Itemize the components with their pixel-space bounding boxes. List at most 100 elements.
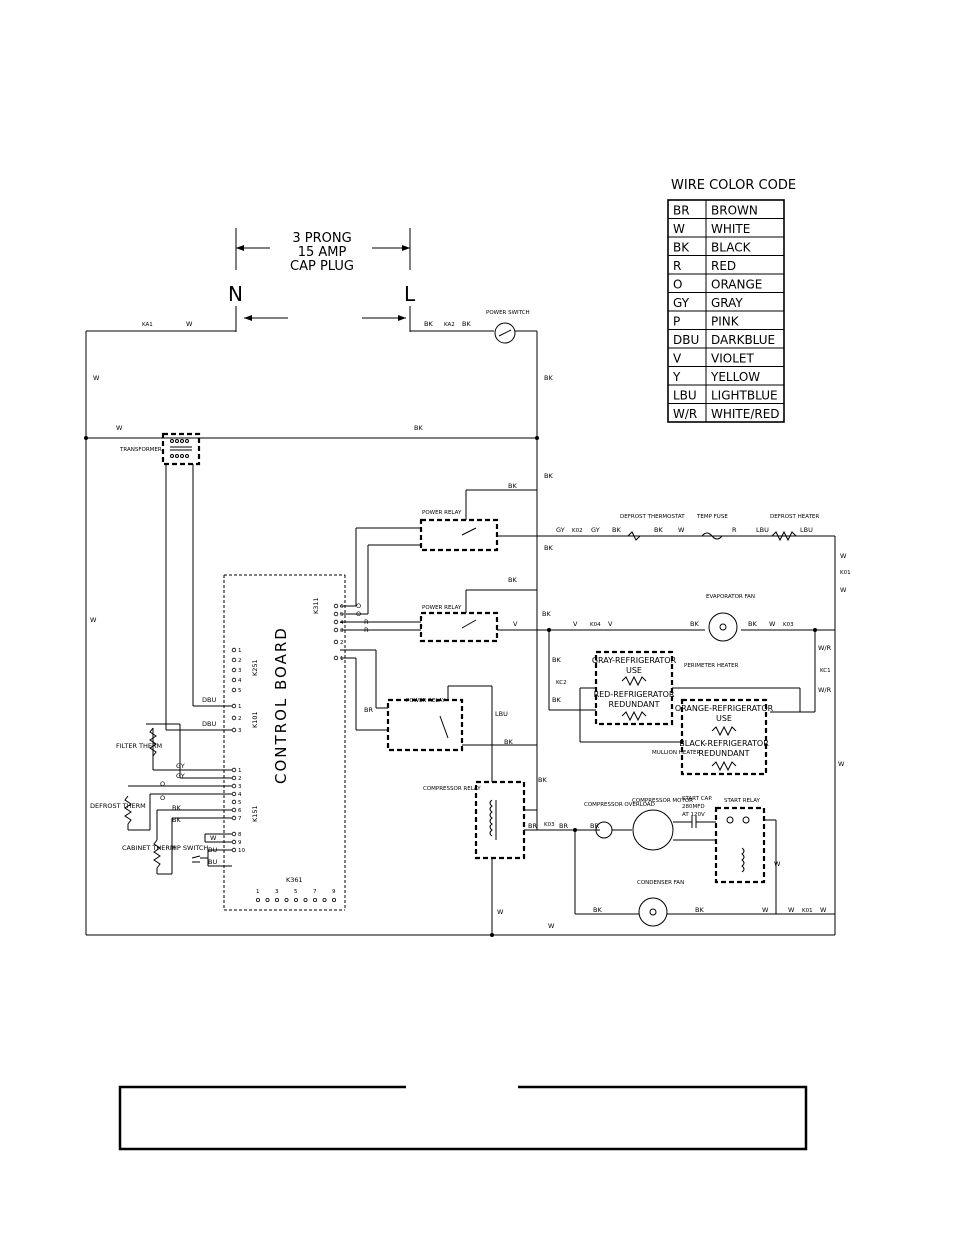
power-relay-1: POWER RELAY — [419, 510, 499, 552]
wire-o3: O — [356, 602, 361, 610]
terminal — [231, 847, 237, 853]
terminal — [333, 627, 339, 633]
k03-label-2: K03 — [544, 822, 555, 828]
legend-code: DBU — [673, 333, 699, 347]
wire-w-left2: W — [116, 424, 123, 432]
pin-number: 1 — [238, 704, 242, 710]
terminal — [331, 898, 336, 903]
terminal — [312, 898, 317, 903]
k251-label: K251 — [251, 659, 259, 676]
pin-number: 6 — [238, 808, 242, 814]
terminal — [231, 715, 237, 721]
wire-bk-g2: BK — [552, 696, 561, 704]
condenser-fan-icon — [638, 897, 668, 927]
wire-w-r2: W — [840, 586, 847, 594]
legend-code: W — [673, 222, 685, 236]
wire-gy1: GY — [556, 526, 565, 534]
wire-br1: BR — [364, 706, 373, 714]
wire-br3: BR — [559, 822, 568, 830]
wire-lbu-d2: LBU — [800, 526, 813, 534]
compressor-motor-icon — [632, 809, 674, 851]
wire-w-left1: W — [93, 374, 100, 382]
defrost-therm-label: DEFROST THERM — [90, 802, 146, 810]
wire-bk-d2: BK — [654, 526, 663, 534]
gray-box-line1: GRAY-REFRIGERATOR — [592, 656, 677, 665]
wire-wr1: W/R — [818, 644, 832, 652]
terminal — [231, 677, 237, 683]
k01-label-2: K01 — [802, 908, 813, 914]
power-relay-3-label: POWER RELAY — [406, 698, 446, 704]
legend-code: V — [673, 352, 682, 366]
wire-w-j: W — [210, 834, 217, 842]
temp-fuse-label: TEMP FUSE — [696, 514, 728, 520]
wire-r-d: R — [732, 526, 737, 534]
wire-v3: V — [608, 620, 613, 628]
wire-w-e: W — [769, 620, 776, 628]
pin-number: 1 — [256, 889, 260, 895]
ka2-label: KA2 — [444, 322, 455, 328]
wire-br4: BR — [590, 822, 599, 830]
left-sensors: FILTER THERM DEFROST THERM CABINET THERM… — [90, 723, 232, 875]
wire-bk-k2: BK — [695, 906, 704, 914]
wire-bk-e1: BK — [690, 620, 699, 628]
plug-line2: 15 AMP — [298, 245, 347, 260]
wire-w-k2: W — [762, 906, 769, 914]
pin-number: 4 — [238, 678, 242, 684]
wire-bk-top2: BK — [462, 320, 471, 328]
pin-number: 2 — [238, 716, 242, 722]
wire-w-r1: W — [840, 552, 847, 560]
wire-dbu2: DBU — [202, 720, 216, 728]
wire-bk-k1: BK — [593, 906, 602, 914]
wire-bk-top1: BK — [424, 320, 433, 328]
start-relay-label: START RELAY — [724, 798, 761, 804]
wire-w-d: W — [678, 526, 685, 534]
legend-color: PINK — [711, 315, 740, 329]
legend-color: GRAY — [711, 296, 743, 310]
legend-code: Y — [672, 370, 681, 384]
plug-neutral: N — [228, 282, 243, 306]
pin-number: 5 — [238, 688, 242, 694]
wire-w-k3: W — [788, 906, 795, 914]
pin-number: 5 — [238, 800, 242, 806]
orange-box-line1: ORANGE-REFRIGERATOR — [675, 704, 774, 713]
transformer-label: TRANSFORMER — [119, 447, 162, 453]
start-cap-label1: START CAP. — [682, 796, 713, 802]
wire-w-left3: W — [90, 616, 97, 624]
wire-w-k4: W — [820, 906, 827, 914]
legend-color: VIOLET — [711, 352, 754, 366]
terminal — [293, 898, 298, 903]
compressor-motor-label: COMPRESSOR MOTOR — [632, 798, 693, 804]
terminal — [265, 898, 270, 903]
wire-r2: R — [364, 618, 369, 626]
plug-line1: 3 PRONG — [292, 231, 351, 246]
defrost-chain: DEFROST THERMOSTAT TEMP FUSE DEFROST HEA… — [620, 514, 819, 542]
pin-number: 3 — [275, 889, 279, 895]
filter-therm-label: FILTER THERM — [116, 742, 162, 750]
legend-color: LIGHTBLUE — [711, 389, 778, 403]
wire-v2: V — [573, 620, 578, 628]
control-board: CONTROL BOARD 12345123123456789106543211… — [223, 574, 346, 911]
wire-o2: O — [160, 794, 165, 802]
plug-line: L — [404, 282, 416, 306]
terminal — [333, 611, 339, 617]
terminal — [231, 775, 237, 781]
legend-code: BR — [673, 204, 690, 218]
compressor-relay: COMPRESSOR RELAY — [423, 780, 600, 937]
kc2-label: KC2 — [556, 680, 567, 686]
compressor-overload-label: COMPRESSOR OVERLOAD — [584, 802, 655, 808]
main-wires — [84, 322, 836, 936]
terminal — [303, 898, 308, 903]
terminal — [231, 815, 237, 821]
orange-box-line2: USE — [716, 714, 732, 723]
legend-color: YELLOW — [710, 370, 760, 384]
relay-wires — [340, 489, 835, 782]
legend-color: WHITE — [711, 222, 750, 236]
k151-label: K151 — [251, 805, 259, 822]
defrost-heater-label: DEFROST HEATER — [770, 514, 819, 520]
legend-code: P — [673, 315, 680, 329]
k361-label: K361 — [286, 876, 303, 884]
pin-number: 2 — [238, 776, 242, 782]
wire-bk-h: BK — [504, 738, 513, 746]
